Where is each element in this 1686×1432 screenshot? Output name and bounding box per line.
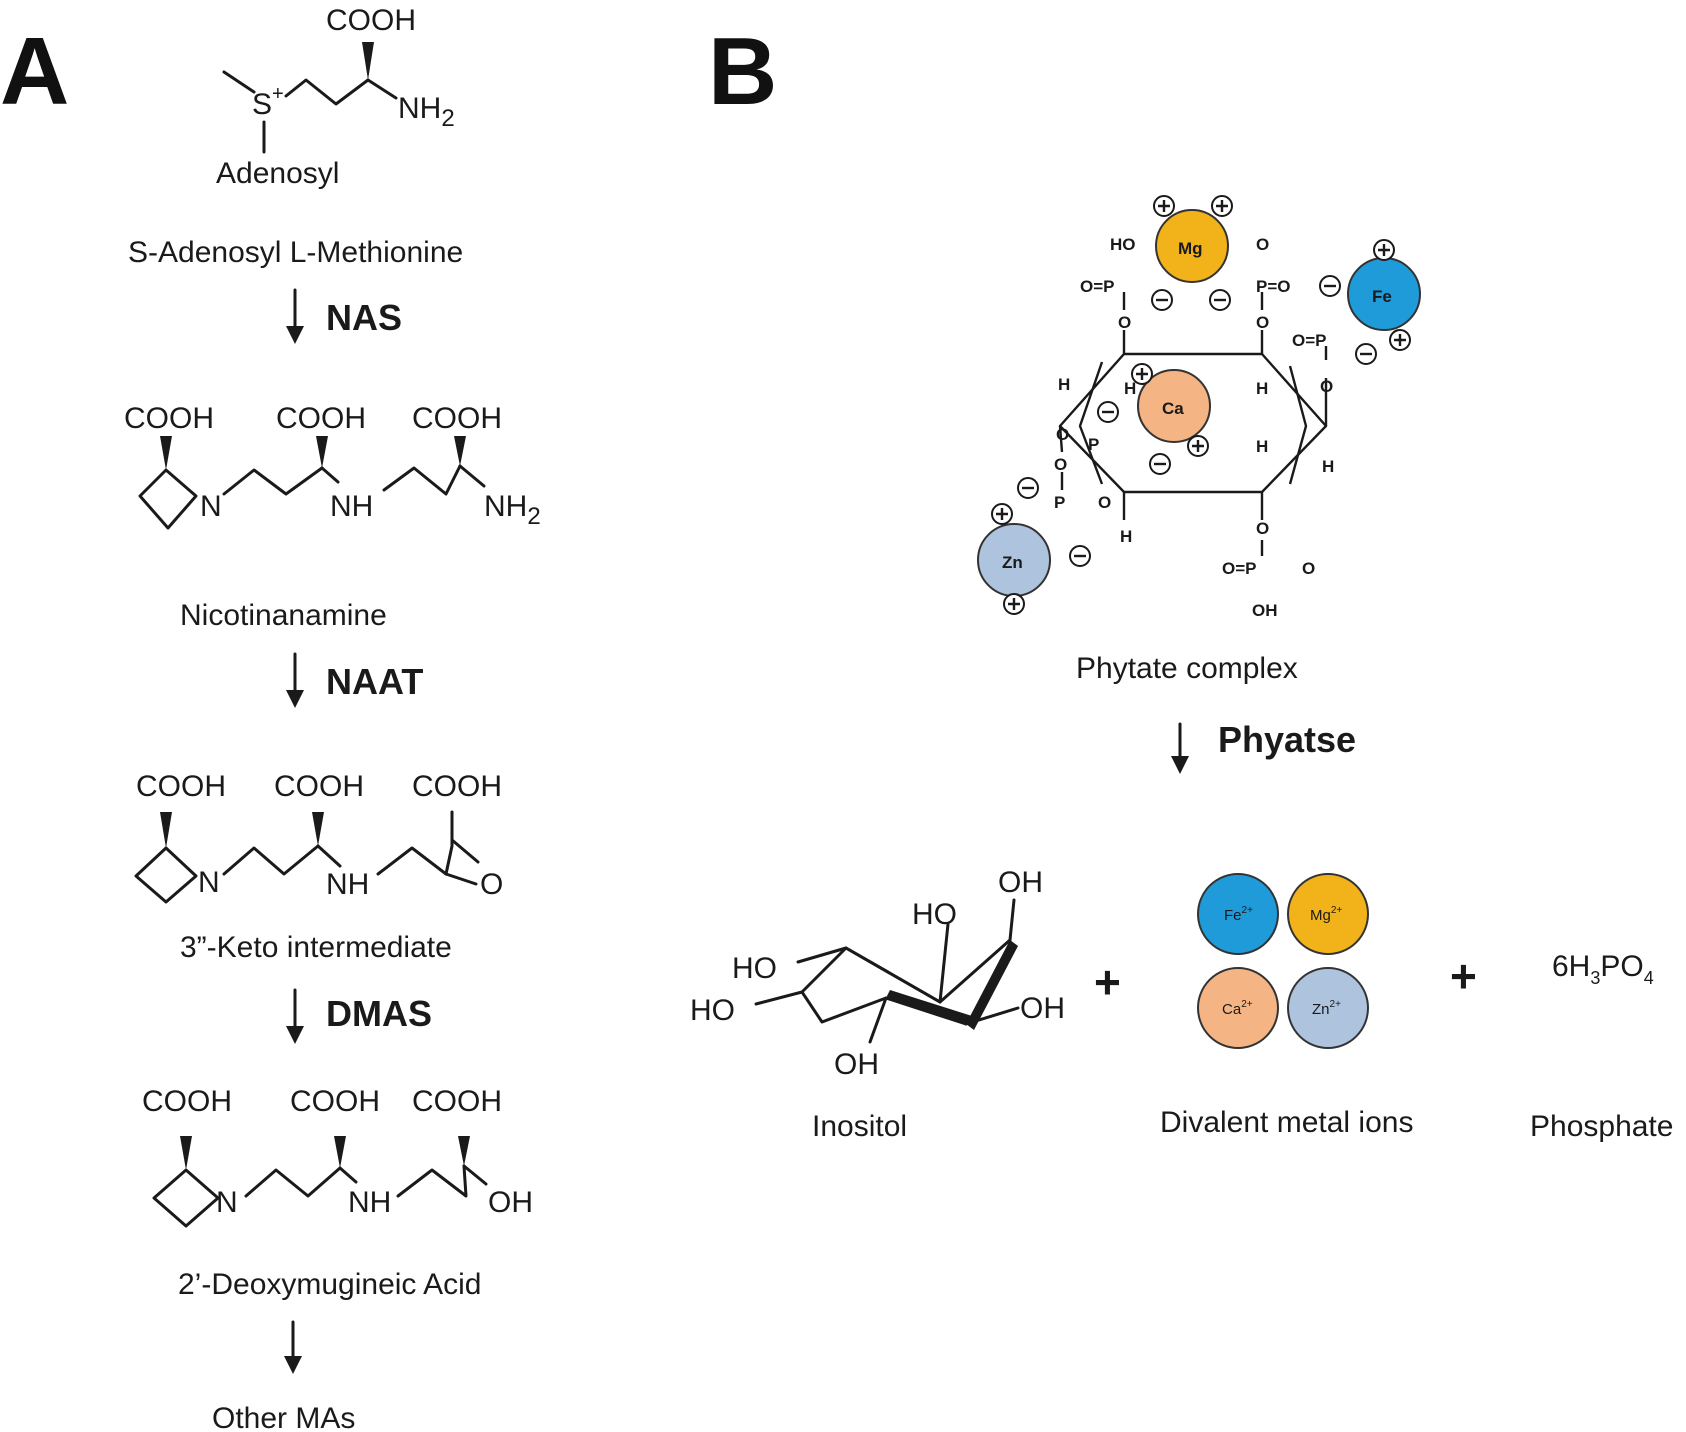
keto-n: N (198, 866, 220, 899)
sam-cooh: COOH (326, 4, 416, 37)
keto-cooh-3: COOH (412, 770, 502, 803)
ion-ca-label: Ca2+ (1222, 999, 1253, 1018)
dma-cooh-2: COOH (290, 1085, 380, 1118)
dma-cooh-3: COOH (412, 1085, 502, 1118)
phytate-ca-ion (1137, 369, 1211, 443)
charge-signs (991, 195, 1411, 615)
phytate-o-8: O (1302, 559, 1315, 578)
nicotianamine-cooh-3: COOH (412, 402, 502, 435)
phytate-fe-label: Fe (1372, 287, 1392, 306)
sam-structure: COOH S + NH2 Adenosyl (216, 4, 455, 190)
phytate-h-6: H (1120, 527, 1132, 546)
plus-sign-1: + (1094, 956, 1121, 1008)
phytate-o-6: O (1098, 493, 1111, 512)
compound-name-nicotinanamine: Nicotinanamine (180, 599, 387, 632)
arrow-other (284, 1320, 302, 1374)
enzyme-naat: NAAT (326, 661, 423, 702)
compound-name-other-mas: Other MAs (212, 1402, 355, 1432)
phytate-o-7: O (1256, 519, 1269, 538)
keto-o: O (480, 868, 503, 901)
phytate-o-1: O (1118, 313, 1131, 332)
ion-fe-circle (1197, 873, 1279, 955)
phytate-ca-label: Ca (1162, 399, 1184, 418)
phytate-o-top: O (1256, 235, 1269, 254)
phytate-ho: HO (1110, 235, 1136, 254)
phytate-h-1: H (1058, 375, 1070, 394)
nicotianamine-cooh-1: COOH (124, 402, 214, 435)
compound-name-keto-intermediate: 3”-Keto intermediate (180, 931, 452, 964)
sam-nh2: NH2 (398, 92, 455, 132)
panel-label-a: A (0, 18, 69, 125)
compound-name-inositol: Inositol (812, 1110, 907, 1143)
nicotianamine-structure: COOH COOH COOH N NH NH2 (124, 402, 541, 530)
enzyme-nas: NAS (326, 297, 402, 338)
phytate-h-5: H (1322, 457, 1334, 476)
ion-zn-label: Zn2+ (1312, 999, 1341, 1018)
inositol-oh-2: OH (1020, 992, 1065, 1025)
arrow-dmas (286, 988, 304, 1044)
phytate-o-eq-p-2: O=P (1292, 331, 1327, 350)
dma-nh: NH (348, 1186, 391, 1219)
phytate-mg-label: Mg (1178, 239, 1203, 258)
keto-intermediate-structure: COOH COOH COOH N NH O (134, 770, 503, 904)
nicotianamine-nh2: NH2 (484, 490, 541, 530)
phytate-oh: OH (1252, 601, 1278, 620)
ion-mg-circle (1287, 873, 1369, 955)
phytate-h-2: H (1124, 379, 1136, 398)
ion-fe-label: Fe2+ (1224, 905, 1253, 924)
ion-ca-circle (1197, 967, 1279, 1049)
phytate-complex: Mg Fe Ca Zn HO O=P O P=O O O (977, 195, 1421, 620)
compound-name-sam: S-Adenosyl L-Methionine (128, 236, 463, 269)
inositol-ho-1: HO (912, 898, 957, 931)
ion-zn-circle (1287, 967, 1369, 1049)
ion-mg-label: Mg2+ (1310, 905, 1342, 924)
inositol-oh-1: OH (998, 866, 1043, 899)
phosphate-formula: 6H3PO4 (1552, 950, 1654, 988)
inositol-oh-3: OH (834, 1048, 879, 1081)
arrow-phytase (1171, 722, 1189, 774)
inositol-ho-3: HO (690, 994, 735, 1027)
dma-n: N (216, 1186, 238, 1219)
divalent-ions: Fe2+ Mg2+ Ca2+ Zn2+ (1197, 873, 1369, 1049)
phytate-o-4: O (1056, 425, 1069, 444)
nicotianamine-nh: NH (330, 490, 373, 523)
phytate-o-3: O (1320, 377, 1333, 396)
phytate-p-eq-o: P=O (1256, 277, 1291, 296)
phytate-p-1: P (1088, 435, 1099, 454)
keto-nh: NH (326, 868, 369, 901)
dma-oh: OH (488, 1186, 533, 1219)
arrow-naat (286, 652, 304, 708)
compound-name-phosphate: Phosphate (1530, 1110, 1673, 1143)
phytate-h-3: H (1256, 379, 1268, 398)
panel-label-b: B (708, 18, 777, 125)
nicotianamine-cooh-2: COOH (276, 402, 366, 435)
phytate-o-eq-p-1: O=P (1080, 277, 1115, 296)
dma-structure: COOH COOH COOH N NH OH (142, 1085, 533, 1228)
compound-name-phytate: Phytate complex (1076, 652, 1298, 685)
phytate-o-2: O (1256, 313, 1269, 332)
phytate-zn-label: Zn (1002, 553, 1023, 572)
enzyme-phytase: Phyatse (1218, 719, 1356, 760)
plus-sign-2: + (1450, 950, 1477, 1002)
nicotianamine-n: N (200, 490, 222, 523)
dma-cooh-1: COOH (142, 1085, 232, 1118)
sam-s-charge: + (272, 83, 284, 105)
phytate-p-2: P (1054, 493, 1065, 512)
phytate-o-eq-p-3: O=P (1222, 559, 1257, 578)
phytate-h-4: H (1256, 437, 1268, 456)
sam-adenosyl: Adenosyl (216, 157, 339, 190)
compound-name-dma: 2’-Deoxymugineic Acid (178, 1268, 481, 1301)
arrow-nas (286, 288, 304, 344)
phytate-mg-ion (1155, 209, 1229, 283)
sam-s: S (252, 88, 272, 121)
keto-cooh-2: COOH (274, 770, 364, 803)
inositol-ho-2: HO (732, 952, 777, 985)
phytate-o-5: O (1054, 455, 1067, 474)
enzyme-dmas: DMAS (326, 993, 432, 1034)
compound-name-divalent-ions: Divalent metal ions (1160, 1106, 1413, 1139)
inositol-structure: OH HO HO HO OH OH (690, 866, 1065, 1081)
keto-cooh-1: COOH (136, 770, 226, 803)
